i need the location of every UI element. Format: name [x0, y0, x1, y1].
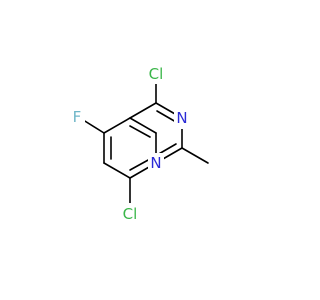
- bond-c8a-c4a-inner: [129, 125, 151, 138]
- atom-chlorine-bottom: Cl: [119, 203, 141, 223]
- atom-label-nitrogen: N: [176, 109, 187, 127]
- bond-layer: [79, 77, 209, 204]
- atom-nitrogen-1: N: [148, 153, 164, 173]
- atom-layer: Cl N F N Cl: [71, 64, 190, 223]
- bond-c7-c8-inner: [129, 158, 151, 171]
- bond-c4a-c5: [103, 117, 131, 134]
- atom-label-nitrogen: N: [150, 154, 161, 172]
- atom-chlorine-top: Cl: [145, 64, 167, 84]
- atom-fluorine: F: [71, 108, 85, 128]
- atom-label-chlorine: Cl: [149, 65, 164, 83]
- atom-label-fluorine: F: [73, 108, 82, 126]
- bond-c4a-c4: [129, 102, 157, 119]
- bond-c2-methyl: [181, 147, 209, 164]
- bond-c4-n3-inner: [156, 110, 177, 123]
- bond-c8a-c4a: [129, 117, 157, 134]
- bond-c6-c7: [103, 162, 131, 179]
- molecule-structure: Cl N F N Cl: [71, 64, 209, 223]
- atom-nitrogen-3: N: [174, 109, 190, 129]
- atom-label-chlorine: Cl: [123, 205, 138, 223]
